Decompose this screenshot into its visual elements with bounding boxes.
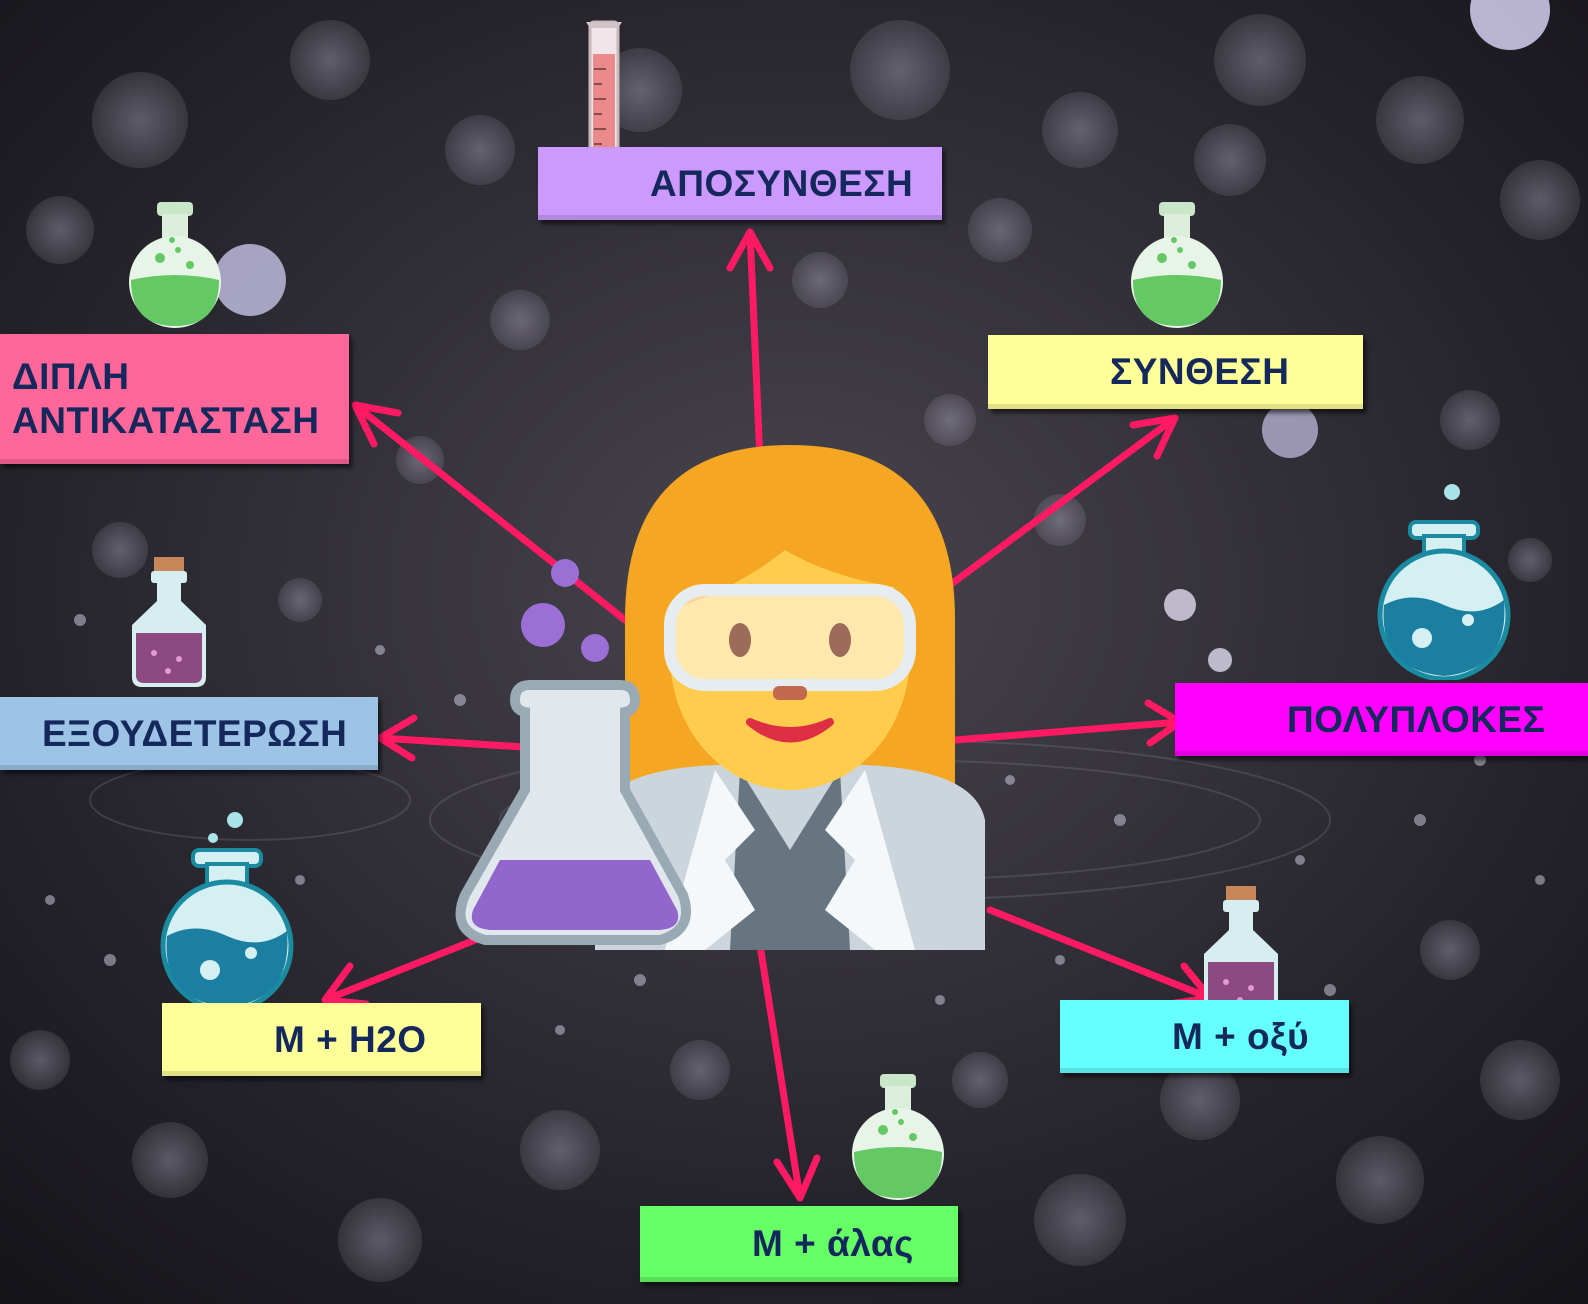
node-complex: ΠΟΛΥΠΛΟΚΕΣ: [1175, 683, 1588, 756]
node-neutralization: ΕΞΟΥΔΕΤΕΡΩΣΗ: [0, 697, 378, 770]
blue-flask-icon: [160, 812, 294, 1013]
arrow-to-double-replacement: [351, 401, 629, 624]
node-synthesis-label: ΣΥΝΘΕΣΗ: [1110, 351, 1290, 392]
node-metal-acid-label: M + οξύ: [1172, 1015, 1310, 1057]
node-metal-acid: M + οξύ: [1060, 1000, 1349, 1073]
arrow-to-metal-acid: [986, 906, 1214, 1008]
arrow-to-decomposition: [726, 228, 774, 464]
purple-bottle-icon: [1204, 886, 1278, 1016]
node-decomposition: ΑΠΟΣΥΝΘΕΣΗ: [538, 147, 942, 220]
arrow-to-neutralization: [376, 714, 544, 762]
node-metal-salt: M + άλας: [640, 1206, 958, 1282]
node-double-replacement: ΔΙΠΛΗ ΑΝΤΙΚΑΤΑΣΤΑΣΗ: [0, 334, 349, 464]
blue-flask-icon: [1377, 484, 1511, 680]
node-metal-water-label: M + H2O: [274, 1018, 427, 1060]
green-flask-icon: [852, 1074, 944, 1200]
node-complex-label: ΠΟΛΥΠΛΟΚΕΣ: [1287, 698, 1546, 740]
woman-scientist-icon: [455, 445, 985, 950]
arrow-to-synthesis: [946, 414, 1179, 589]
node-synthesis: ΣΥΝΘΕΣΗ: [988, 335, 1363, 409]
purple-bottle-icon: [132, 557, 206, 687]
arrow-to-metal-water: [321, 936, 479, 1008]
node-decomposition-label: ΑΠΟΣΥΝΘΕΣΗ: [650, 162, 914, 204]
node-double-replacement-label-line1: ΔΙΠΛΗ: [12, 356, 130, 397]
node-double-replacement-label-line2: ΑΝΤΙΚΑΤΑΣΤΑΣΗ: [12, 400, 320, 441]
green-flask-icon: [1131, 202, 1223, 328]
node-neutralization-label: ΕΞΟΥΔΕΤΕΡΩΣΗ: [42, 712, 348, 754]
node-metal-salt-label: M + άλας: [752, 1223, 914, 1264]
green-flask-icon: [129, 202, 221, 328]
node-metal-water: M + H2O: [162, 1003, 481, 1076]
arrow-to-metal-salt: [756, 941, 821, 1202]
